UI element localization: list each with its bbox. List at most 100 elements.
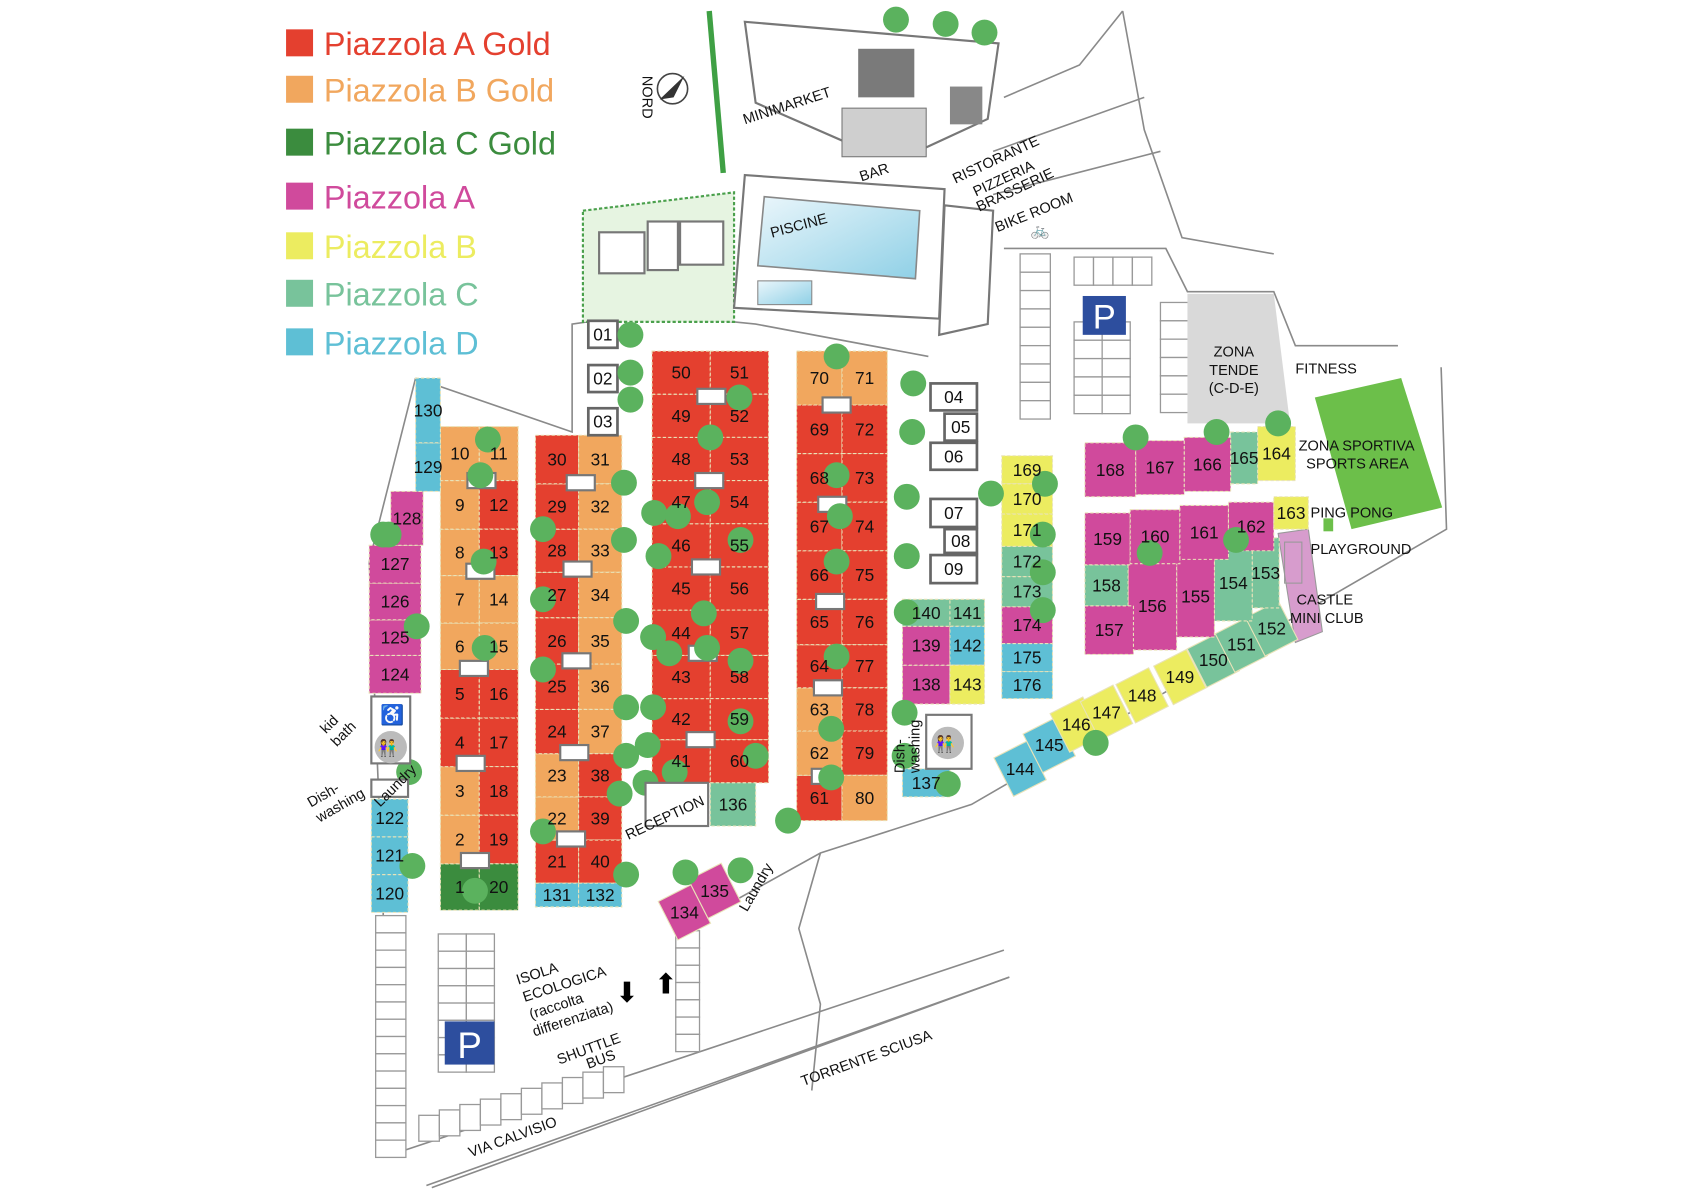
plot-area	[586, 319, 619, 350]
plot-number: 19	[489, 830, 508, 850]
parking-spaces	[375, 253, 1190, 1159]
tree-icon	[613, 742, 640, 769]
plot-area	[1001, 671, 1054, 700]
plot-area	[368, 654, 422, 694]
plot-number: 53	[730, 449, 749, 469]
parking-space	[1159, 320, 1190, 340]
plot-number: 40	[591, 852, 610, 872]
fitness-label: FITNESS	[1295, 362, 1357, 378]
tree-icon	[462, 877, 488, 904]
kids-pool	[757, 280, 813, 306]
service-building-west: ♿ 👫	[370, 695, 412, 798]
plot-number: 32	[591, 496, 610, 516]
castle-label: CASTLE	[1296, 593, 1353, 609]
plot-number: 64	[810, 656, 830, 676]
plot-number: 77	[855, 656, 874, 676]
plot-157	[1084, 605, 1135, 655]
tree-icon	[818, 715, 845, 742]
parking-space	[1159, 393, 1190, 414]
plot-04	[929, 382, 979, 412]
tree-icon	[1031, 470, 1058, 497]
plot-138	[901, 664, 951, 705]
plot-168	[1084, 442, 1137, 498]
tree-icon	[775, 807, 801, 834]
plot-number: 168	[1096, 460, 1125, 480]
plot-number: 50	[672, 363, 691, 383]
utility-box	[555, 830, 587, 848]
zona-tende-label-1: ZONA	[1214, 344, 1255, 360]
parking-space	[375, 1122, 407, 1141]
tree-icon	[613, 861, 640, 888]
plot-number: 170	[1013, 489, 1042, 509]
plot-08	[943, 527, 979, 555]
legend-swatch	[286, 29, 314, 57]
parking-space	[1019, 308, 1051, 328]
tree-icon	[742, 742, 769, 769]
tree-icon	[403, 613, 430, 640]
plot-05	[943, 412, 979, 442]
plot-149	[1153, 648, 1207, 706]
plot-area	[478, 766, 519, 816]
plot-01	[586, 319, 619, 350]
plot-number: 02	[593, 369, 612, 389]
plot-50	[651, 350, 711, 395]
utility-box	[459, 851, 491, 870]
plot-number: 01	[593, 324, 612, 344]
plot-area	[709, 782, 757, 827]
restaurant-roof	[949, 86, 983, 125]
plot-number: 17	[489, 732, 508, 752]
parking-space	[1073, 256, 1095, 286]
parking-letter: P	[1093, 298, 1116, 336]
plot-area	[578, 571, 623, 619]
tree-icon	[893, 543, 920, 570]
plot-number: 16	[489, 684, 508, 704]
arrow-down-icon: ⬇	[615, 977, 639, 1008]
plot-number: 66	[810, 565, 829, 585]
parking-space	[437, 933, 467, 952]
plot-number: 35	[591, 631, 610, 651]
plot-71	[841, 350, 888, 406]
plot-number: 26	[547, 631, 566, 651]
ping-pong-label: PING PONG	[1310, 505, 1393, 521]
tree-icon	[530, 586, 556, 613]
plot-area	[651, 350, 711, 395]
parking-space	[1073, 394, 1103, 415]
parking-space	[465, 933, 496, 952]
plot-number: 58	[730, 667, 749, 687]
plot-number: 42	[672, 709, 691, 729]
plot-number: 149	[1165, 667, 1194, 687]
utility-box	[696, 387, 727, 406]
plot-163	[1273, 496, 1309, 530]
plot-number: 75	[855, 565, 874, 585]
parking-sign-south: P	[444, 1021, 495, 1066]
plot-number: 61	[810, 788, 829, 808]
dish-washing-label-east-1: Dish-	[893, 739, 909, 773]
tree-icon	[826, 503, 853, 530]
plot-number: 28	[547, 541, 566, 561]
plot-number: 25	[547, 677, 566, 697]
plot-area	[1115, 667, 1169, 724]
reception-building	[644, 781, 710, 828]
tree-icon	[640, 694, 667, 721]
parking-space	[1019, 253, 1051, 273]
tree-icon	[661, 759, 688, 785]
parking-letter: P	[457, 1025, 481, 1066]
parking-space	[438, 1109, 461, 1137]
plot-number: 51	[730, 363, 749, 383]
plot-number: 120	[375, 883, 404, 903]
tree-icon	[823, 462, 850, 489]
parking-space	[375, 1087, 407, 1107]
plot-number: 69	[810, 419, 829, 439]
legend-label: Piazzola A Gold	[324, 26, 551, 62]
tree-icon	[727, 857, 754, 884]
parking-space	[1159, 338, 1190, 359]
plot-area	[949, 625, 986, 666]
parking-space	[582, 1071, 605, 1099]
plot-18	[478, 766, 519, 816]
plot-number: 151	[1227, 635, 1256, 655]
plot-number: 3	[455, 781, 465, 801]
parking-space	[1159, 301, 1190, 322]
plot-number: 73	[855, 468, 874, 488]
plot-area	[901, 625, 951, 666]
